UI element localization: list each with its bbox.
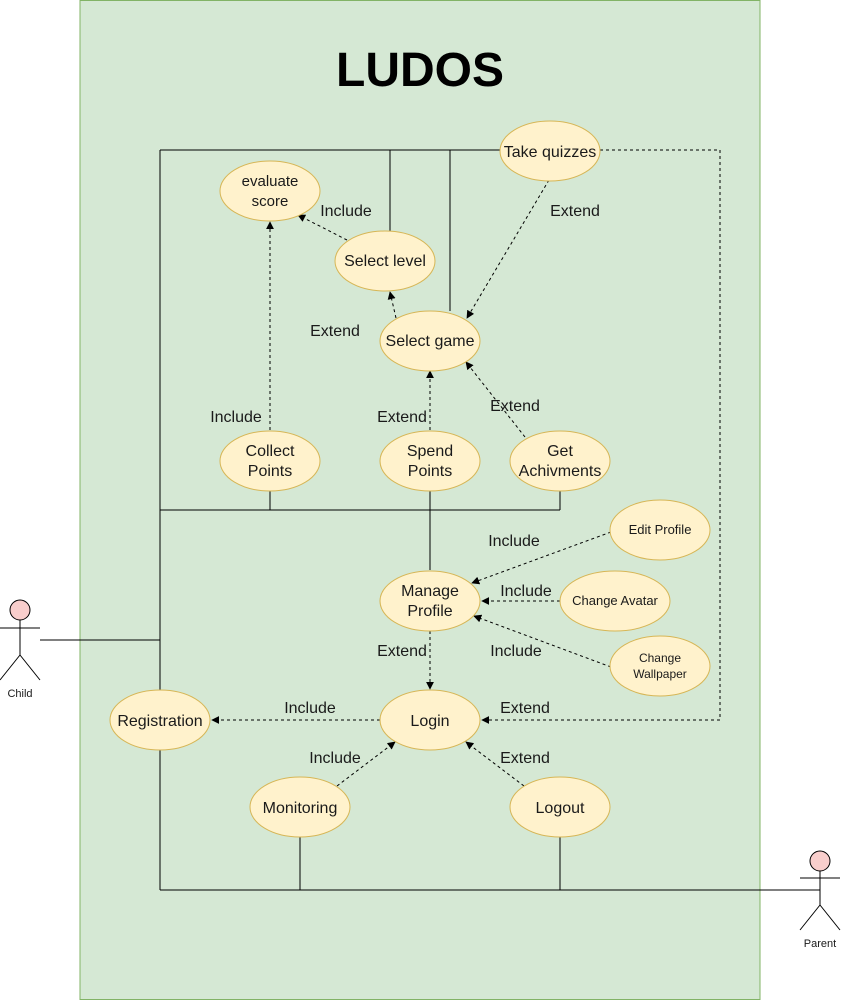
use-case-monitoring[interactable]: Monitoring bbox=[249, 776, 351, 838]
use-case-label: Take quizzes bbox=[504, 144, 597, 161]
label-include-level: Include bbox=[320, 203, 372, 220]
label-include-collect: Include bbox=[210, 409, 262, 426]
use-case-manage-profile[interactable]: Manage Profile bbox=[379, 570, 481, 632]
label-extend-quizzes-login: Extend bbox=[500, 700, 550, 717]
use-case-label: Login bbox=[410, 713, 449, 730]
label-include-edit: Include bbox=[488, 533, 540, 550]
label-extend-achieve: Extend bbox=[490, 398, 540, 415]
use-case-change-avatar[interactable]: Change Avatar bbox=[559, 570, 671, 632]
use-case-collect-points[interactable]: Collect Points bbox=[219, 430, 321, 492]
use-case-label: Registration bbox=[117, 713, 202, 730]
use-case-label: Edit Profile bbox=[629, 522, 692, 537]
use-case-select-game[interactable]: Select game bbox=[379, 310, 481, 372]
use-case-get-achievements[interactable]: Get Achivments bbox=[509, 430, 611, 492]
diagram-title: LUDOS bbox=[336, 44, 504, 97]
use-case-label: score bbox=[252, 193, 289, 210]
label-include-monitoring: Include bbox=[309, 750, 361, 767]
use-case-label: Wallpaper bbox=[633, 667, 687, 681]
label-extend-logout: Extend bbox=[500, 750, 550, 767]
use-case-registration[interactable]: Registration bbox=[109, 689, 211, 751]
use-case-label: Points bbox=[248, 463, 292, 480]
use-case-label: Change Avatar bbox=[572, 593, 658, 608]
label-extend-spend: Extend bbox=[377, 409, 427, 426]
use-case-label: Select level bbox=[344, 253, 426, 270]
label-extend-quizzes: Extend bbox=[550, 203, 600, 220]
actor-child-label: Child bbox=[7, 688, 32, 700]
label-extend-level: Extend bbox=[310, 323, 360, 340]
use-case-login[interactable]: Login bbox=[379, 689, 481, 751]
relation-labels: Extend Include Extend Include Extend Ext… bbox=[210, 203, 600, 767]
actor-parent-head-icon bbox=[809, 850, 831, 872]
use-case-label: Change bbox=[639, 651, 681, 665]
use-case-take-quizzes[interactable]: Take quizzes bbox=[499, 120, 601, 182]
use-case-label: Select game bbox=[386, 333, 475, 350]
label-extend-manage: Extend bbox=[377, 643, 427, 660]
label-include-wallpaper: Include bbox=[490, 643, 542, 660]
use-case-spend-points[interactable]: Spend Points bbox=[379, 430, 481, 492]
label-include-registration: Include bbox=[284, 700, 336, 717]
system-boundary bbox=[79, 0, 761, 1000]
use-case-label: Monitoring bbox=[263, 800, 338, 817]
use-case-edit-profile[interactable]: Edit Profile bbox=[609, 499, 711, 561]
actor-child-head-icon bbox=[9, 599, 31, 621]
use-case-change-wallpaper[interactable]: Change Wallpaper bbox=[609, 635, 711, 697]
use-case-label: Manage bbox=[401, 583, 459, 600]
use-case-label: Spend bbox=[407, 443, 453, 460]
dependency-arrows bbox=[211, 149, 721, 787]
actor-child[interactable] bbox=[0, 599, 41, 681]
use-case-label: Achivments bbox=[519, 463, 602, 480]
association-lines bbox=[40, 149, 820, 891]
use-case-label: Get bbox=[547, 443, 573, 460]
actor-parent-label: Parent bbox=[804, 938, 836, 950]
use-case-label: evaluate bbox=[242, 173, 299, 190]
use-case-logout[interactable]: Logout bbox=[509, 776, 611, 838]
use-case-label: Collect bbox=[246, 443, 295, 460]
use-case-select-level[interactable]: Select level bbox=[334, 230, 436, 292]
use-case-evaluate-score[interactable]: evaluate score bbox=[219, 160, 321, 222]
actor-parent[interactable] bbox=[799, 850, 841, 931]
use-case-label: Profile bbox=[407, 603, 452, 620]
use-cases: Take quizzes evaluate score Select level… bbox=[109, 120, 711, 838]
use-case-label: Logout bbox=[536, 800, 585, 817]
label-include-avatar: Include bbox=[500, 583, 552, 600]
use-case-label: Points bbox=[408, 463, 452, 480]
